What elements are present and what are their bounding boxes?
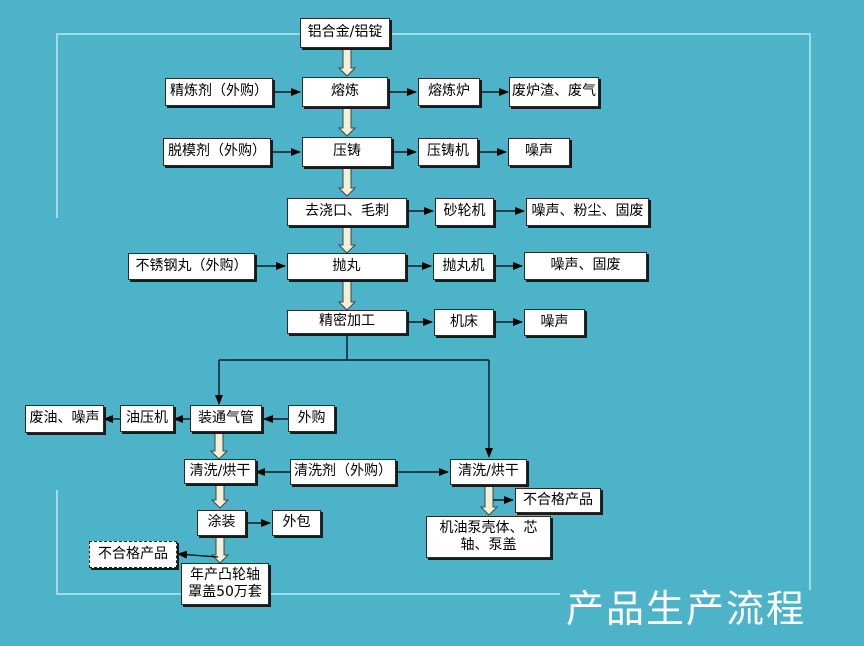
grinding-wheel-node: 砂轮机 — [435, 198, 494, 226]
smelting-waste-node: 废炉渣、废气 — [509, 77, 599, 107]
machine-tool-node: 机床 — [434, 309, 494, 336]
smelting-node: 熔炼 — [302, 77, 388, 107]
product-cover-node: 年产凸轮轴 罩盖50万套 — [181, 563, 269, 605]
outsourced-node: 外购 — [288, 405, 335, 432]
cleaning-agent-node: 清洗剂（外购） — [290, 459, 396, 485]
grinding-output-node: 噪声、粉尘、固废 — [526, 198, 649, 226]
die-casting-node: 压铸 — [302, 137, 392, 167]
die-casting-machine-node: 压铸机 — [418, 138, 478, 166]
release-agent-node: 脱模剂（外购） — [163, 138, 271, 166]
decorative-frame — [56, 33, 811, 595]
refining-agent-node: 精炼剂（外购） — [165, 78, 273, 106]
reject-right-node: 不合格产品 — [515, 488, 601, 513]
reject-left-node: 不合格产品 — [89, 541, 177, 568]
shot-blasting-node: 抛丸 — [287, 253, 406, 280]
install-vent-pipe-node: 装通气管 — [190, 405, 262, 432]
product-pump-node: 机油泵壳体、芯 轴、泵盖 — [426, 516, 551, 558]
waste-oil-noise-node: 废油、噪声 — [25, 405, 104, 433]
deburring-node: 去浇口、毛刺 — [287, 198, 407, 226]
steel-shot-node: 不锈钢丸（外购） — [128, 253, 255, 280]
page-title: 产品生产流程 — [566, 587, 807, 631]
shot-blaster-node: 抛丸机 — [433, 253, 494, 280]
shot-output-node: 噪声、固废 — [524, 252, 647, 280]
machining-noise-node: 噪声 — [524, 309, 585, 336]
coating-node: 涂装 — [197, 510, 246, 536]
precision-machining-node: 精密加工 — [287, 310, 407, 334]
outer-pack-node: 外包 — [272, 510, 321, 536]
split-lines — [219, 334, 489, 361]
clean-dry-left-node: 清洗/烘干 — [184, 459, 256, 484]
thin-arrows — [103, 88, 525, 527]
clean-dry-right-node: 清洗/烘干 — [450, 459, 527, 485]
main-flow-arrows — [209, 47, 499, 564]
die-casting-noise-node: 噪声 — [508, 138, 570, 166]
smelting-furnace-node: 熔炼炉 — [418, 78, 480, 106]
raw-material-node: 铝合金/铝锭 — [300, 18, 390, 48]
oil-press-node: 油压机 — [120, 405, 174, 432]
